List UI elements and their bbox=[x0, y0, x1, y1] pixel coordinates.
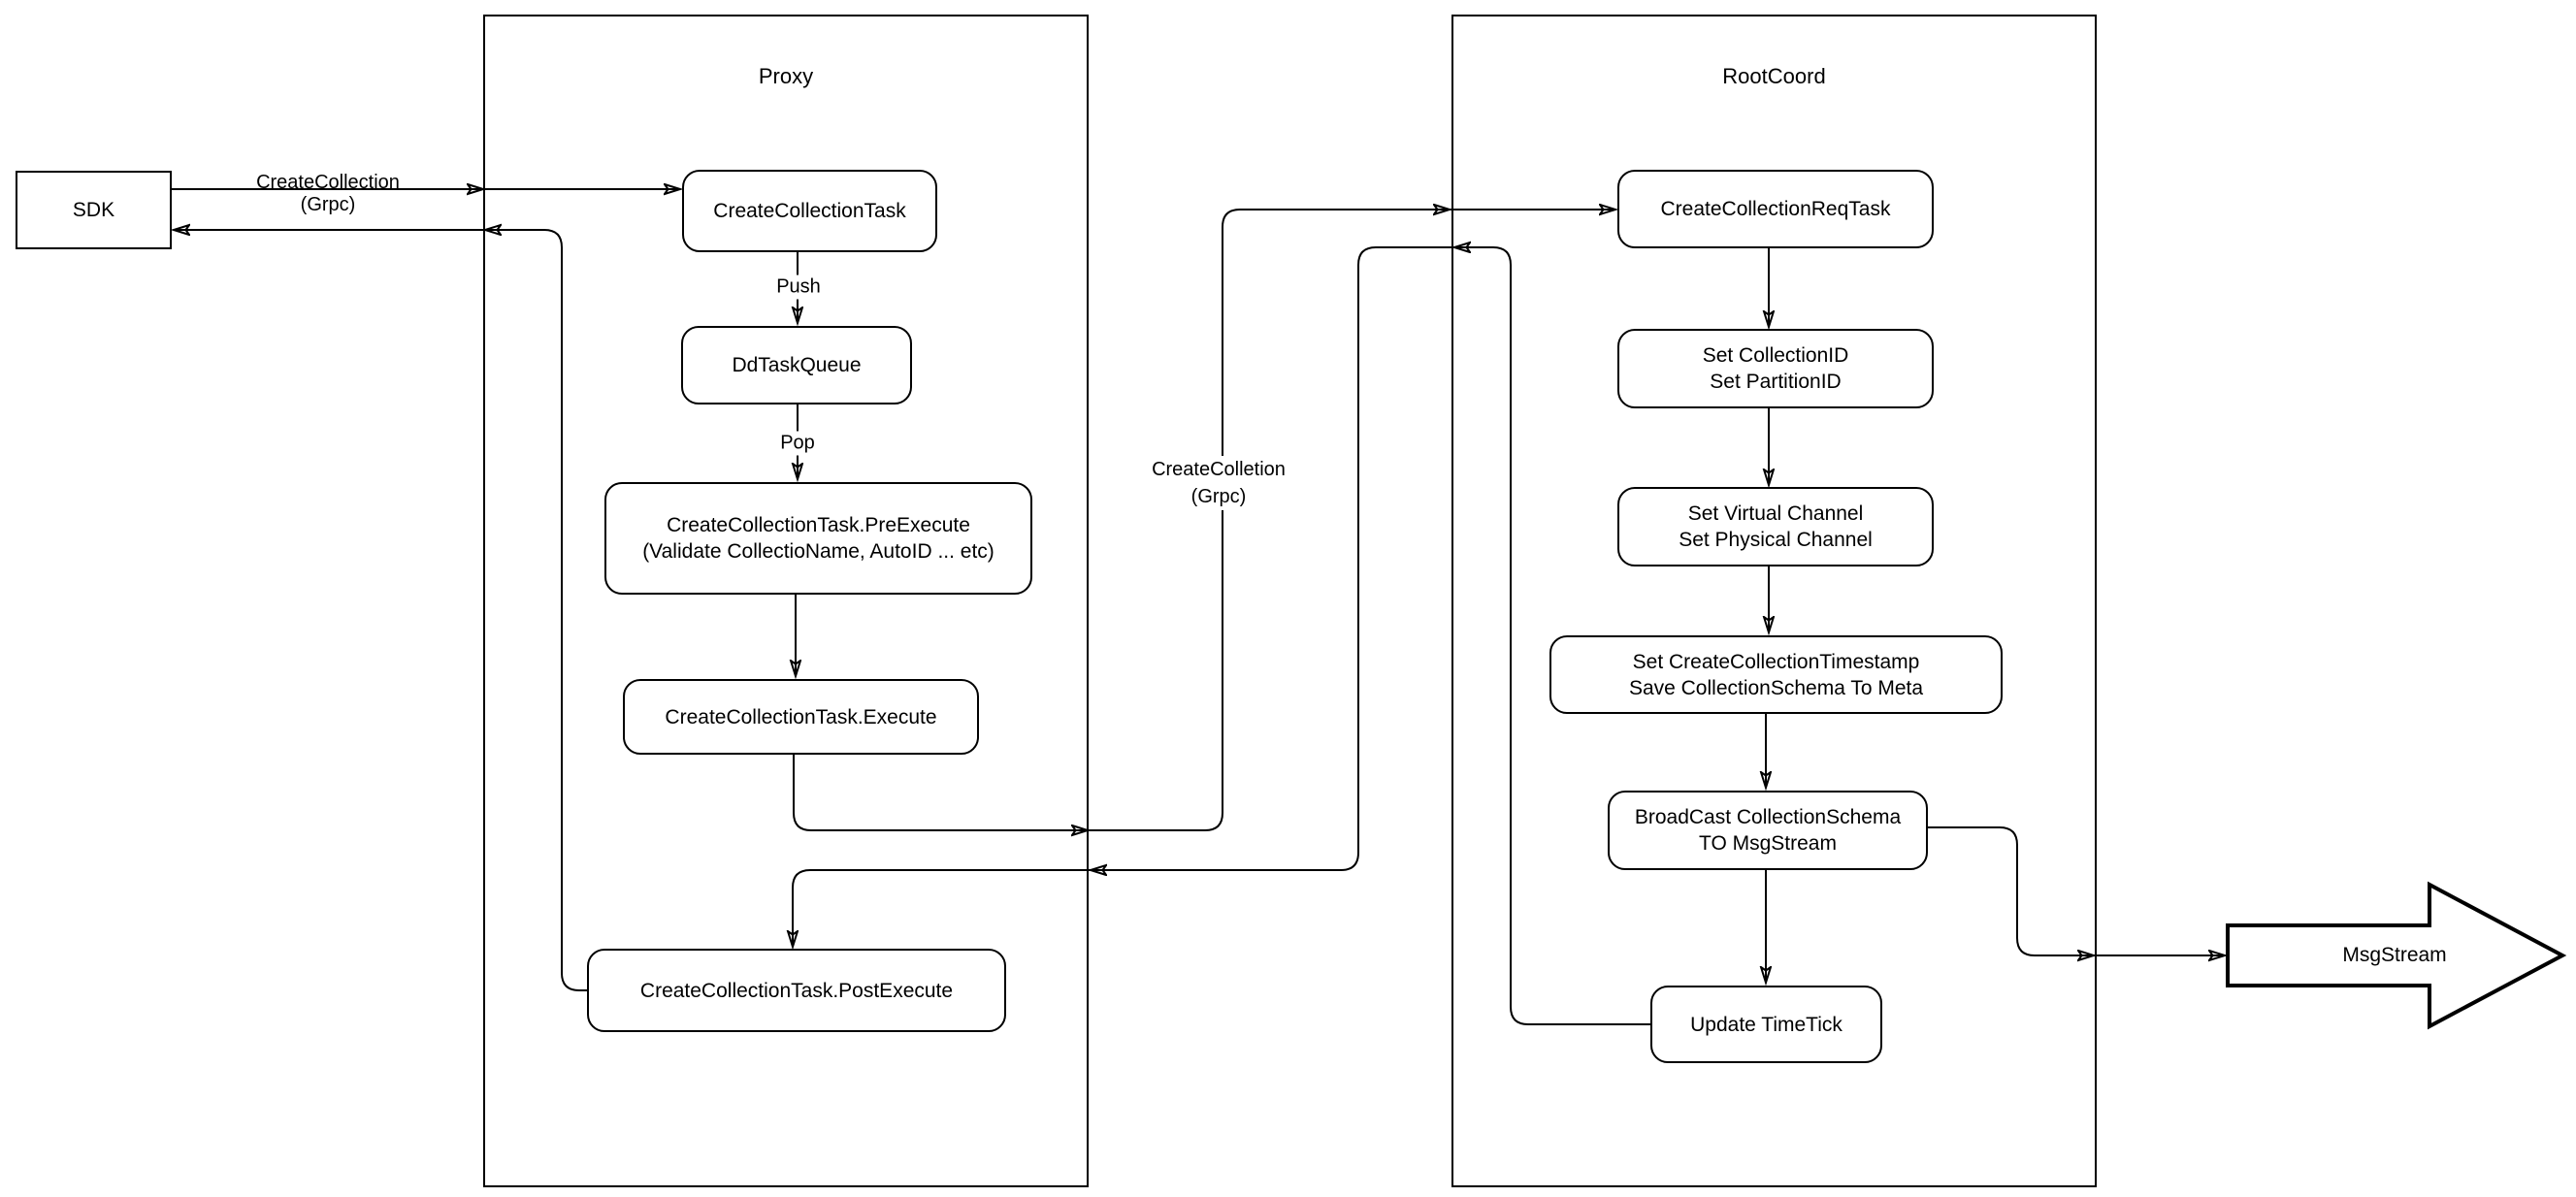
edge-proxy-border-to-postexecute bbox=[793, 869, 1091, 947]
node-execute-label: CreateCollectionTask.Execute bbox=[665, 705, 937, 728]
node-set-channels: Set Virtual Channel Set Physical Channel bbox=[1617, 487, 1934, 566]
edge-label-createcollection-grpc-line2: (Grpc) bbox=[300, 194, 356, 215]
node-create-collection-task-label: CreateCollectionTask bbox=[713, 200, 906, 222]
node-broadcast: BroadCast CollectionSchema TO MsgStream bbox=[1608, 791, 1928, 870]
edge-updatetimetick-to-rootcoord-border bbox=[1454, 247, 1650, 1025]
rootcoord-title: RootCoord bbox=[1722, 64, 1826, 88]
node-set-channels-line2: Set Physical Channel bbox=[1679, 529, 1873, 551]
node-update-timetick: Update TimeTick bbox=[1650, 986, 1882, 1063]
edge-label-createcollection-grpc-line1: CreateCollection bbox=[256, 172, 400, 193]
proxy-title: Proxy bbox=[758, 64, 814, 88]
edge-postexecute-to-proxy-border bbox=[485, 230, 587, 991]
node-sdk-label: SDK bbox=[72, 199, 115, 221]
edge-execute-to-proxy-border bbox=[793, 755, 1088, 830]
node-pre-execute-line2: (Validate CollectioName, AutoID ... etc) bbox=[642, 540, 995, 563]
edge-label-createcolletion-grpc: CreateColletion (Grpc) bbox=[1149, 456, 1288, 510]
node-set-ids: Set CollectionID Set PartitionID bbox=[1617, 329, 1934, 408]
edge-proxy-border-to-rootcoord-border bbox=[1088, 210, 1450, 831]
node-execute: CreateCollectionTask.Execute bbox=[623, 679, 979, 755]
node-set-ids-line2: Set PartitionID bbox=[1710, 371, 1842, 393]
node-create-collection-req-task-label: CreateCollectionReqTask bbox=[1660, 198, 1891, 220]
node-set-timestamp-line1: Set CreateCollectionTimestamp bbox=[1632, 650, 1920, 673]
node-pre-execute-line1: CreateCollectionTask.PreExecute bbox=[667, 514, 970, 536]
msgstream-block-arrow bbox=[2226, 881, 2567, 1030]
node-dd-task-queue: DdTaskQueue bbox=[681, 326, 912, 404]
msgstream-label: MsgStream bbox=[2342, 944, 2447, 966]
node-set-timestamp-line2: Save CollectionSchema To Meta bbox=[1628, 676, 1924, 699]
node-post-execute: CreateCollectionTask.PostExecute bbox=[587, 949, 1006, 1032]
edge-broadcast-to-rootcoord-border bbox=[1928, 826, 2094, 955]
edge-label-createcolletion-grpc-line1: CreateColletion bbox=[1149, 456, 1288, 483]
node-pre-execute: CreateCollectionTask.PreExecute (Validat… bbox=[604, 482, 1032, 595]
edge-label-push: Push bbox=[773, 275, 824, 300]
edge-label-push-text: Push bbox=[773, 275, 824, 300]
node-sdk: SDK bbox=[16, 171, 172, 249]
node-set-channels-line1: Set Virtual Channel bbox=[1687, 502, 1864, 525]
rootcoord-container bbox=[1451, 15, 2097, 1187]
edge-label-createcollection-grpc: CreateCollection (Grpc) bbox=[256, 172, 400, 216]
proxy-container bbox=[483, 15, 1089, 1187]
edge-rootcoord-border-to-proxy-border bbox=[1091, 246, 1454, 870]
node-create-collection-task: CreateCollectionTask bbox=[682, 170, 937, 252]
node-set-timestamp: Set CreateCollectionTimestamp Save Colle… bbox=[1549, 635, 2003, 714]
node-broadcast-line2: TO MsgStream bbox=[1699, 832, 1837, 855]
edge-label-createcolletion-grpc-line2: (Grpc) bbox=[1149, 483, 1288, 510]
node-create-collection-req-task: CreateCollectionReqTask bbox=[1617, 170, 1934, 248]
node-dd-task-queue-label: DdTaskQueue bbox=[732, 354, 862, 376]
node-broadcast-line1: BroadCast CollectionSchema bbox=[1634, 806, 1902, 828]
node-update-timetick-label: Update TimeTick bbox=[1690, 1013, 1842, 1036]
node-set-ids-line1: Set CollectionID bbox=[1702, 344, 1849, 367]
edge-label-pop-text: Pop bbox=[777, 431, 818, 456]
node-post-execute-label: CreateCollectionTask.PostExecute bbox=[639, 979, 954, 1002]
edge-label-pop: Pop bbox=[777, 431, 818, 456]
